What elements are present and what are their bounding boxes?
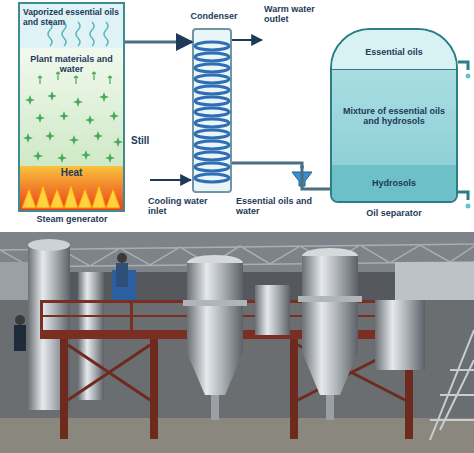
vapor-zone: Vaporized essential oils and steam bbox=[20, 4, 123, 48]
tank bbox=[255, 285, 290, 335]
stairs bbox=[430, 330, 474, 440]
hydrosol-layer: Hydrosols bbox=[332, 165, 456, 201]
worker-head bbox=[117, 253, 127, 263]
node-label: Condenser bbox=[182, 11, 246, 21]
tank-spout bbox=[326, 395, 334, 420]
worker-body bbox=[116, 263, 128, 287]
node-label: Heat bbox=[20, 168, 123, 178]
part-label: Cooling water inlet bbox=[148, 196, 208, 216]
funnel bbox=[292, 172, 312, 186]
oil-outlet bbox=[458, 62, 468, 70]
tank bbox=[302, 256, 358, 352]
tank bbox=[187, 263, 243, 353]
node-label: Vaporized essential oils and steam bbox=[23, 7, 121, 27]
machine bbox=[375, 300, 425, 370]
node-label: Mixture of essential oils and hydrosols bbox=[339, 106, 449, 126]
platform-leg bbox=[290, 339, 298, 439]
tank-cone bbox=[302, 352, 358, 395]
factory-photo bbox=[0, 232, 474, 453]
tank-dome bbox=[28, 239, 70, 251]
hydrosol-outlet bbox=[458, 192, 468, 200]
worker-body bbox=[14, 325, 26, 351]
droplet bbox=[466, 74, 471, 79]
part-label: Warm water outlet bbox=[264, 4, 328, 24]
mixture-layer: Mixture of essential oils and hydrosols bbox=[332, 70, 456, 165]
still-vessel: StillVaporized essential oils and steamP… bbox=[18, 2, 125, 212]
oil-separator: Oil separatorEssential oilsMixture of es… bbox=[330, 28, 458, 203]
tank-cone bbox=[187, 353, 243, 395]
window bbox=[0, 262, 28, 302]
railing-post bbox=[40, 300, 43, 330]
photo-background bbox=[0, 232, 474, 453]
railing-post bbox=[130, 300, 133, 330]
edge-label: Essential oils and water bbox=[236, 196, 324, 216]
droplet bbox=[300, 165, 304, 169]
cooling-water-pipe bbox=[150, 179, 191, 181]
worker-head bbox=[15, 315, 25, 325]
oil-layer: Essential oils bbox=[332, 30, 456, 70]
node-label: Essential oils bbox=[332, 47, 456, 57]
platform-brace bbox=[68, 345, 405, 400]
tank-flange bbox=[183, 300, 247, 306]
node-label: Steam generator bbox=[16, 214, 128, 224]
floor bbox=[0, 418, 474, 453]
node-label: Plant materials and water bbox=[24, 54, 119, 74]
tank-flange bbox=[298, 296, 362, 302]
platform-leg bbox=[150, 339, 158, 439]
plant-zone: Plant materials and water bbox=[20, 48, 123, 166]
tank-spout bbox=[211, 395, 219, 420]
droplet bbox=[466, 204, 471, 209]
node-label: Hydrosols bbox=[332, 178, 456, 188]
platform-leg bbox=[60, 339, 68, 439]
warm-water-pipe bbox=[232, 39, 262, 41]
diagram-background bbox=[0, 0, 474, 230]
pipe-connector bbox=[125, 41, 192, 44]
node-label: Still bbox=[131, 136, 149, 146]
node-label: Oil separator bbox=[332, 208, 456, 218]
pipe-connector bbox=[232, 163, 330, 189]
heat-zone: HeatSteam generator bbox=[20, 166, 123, 210]
condenser: Condenser bbox=[192, 28, 232, 193]
